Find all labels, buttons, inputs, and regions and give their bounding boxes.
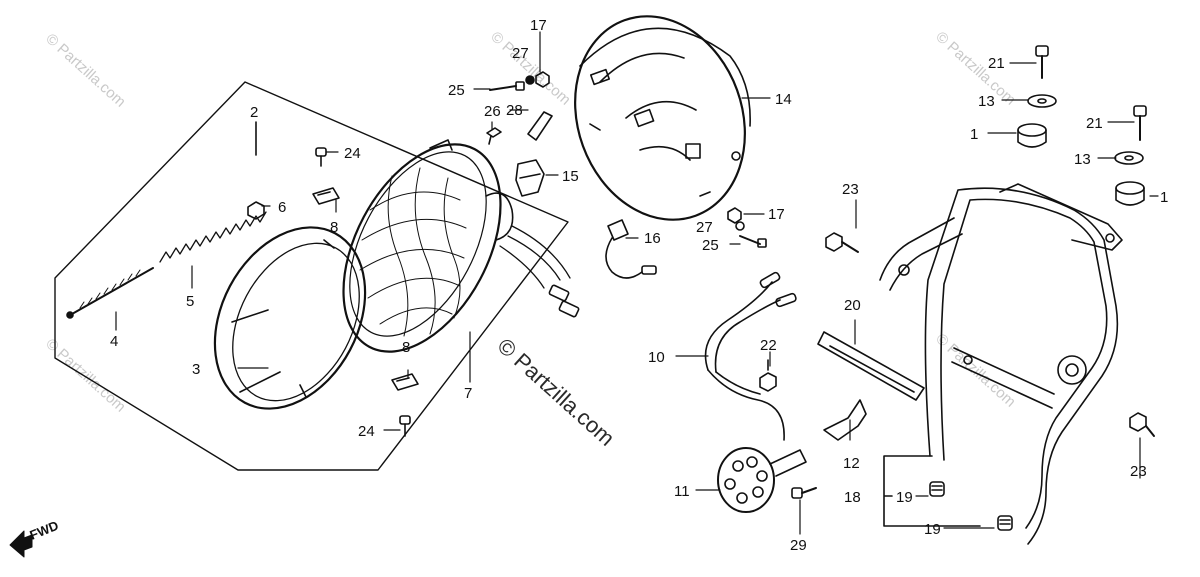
part-11-horn: [717, 447, 807, 513]
callout-17-right: 17: [768, 206, 785, 223]
callout-26: 26: [484, 103, 501, 120]
watermark-group: © Partzilla.com © Partzilla.com © Partzi…: [42, 28, 1018, 451]
watermark-text: © Partzilla.com: [932, 28, 1018, 108]
callout-7: 7: [464, 385, 472, 402]
part-23-bolt-lower: [1129, 412, 1155, 437]
callout-12: 12: [843, 455, 860, 472]
callout-28: 28: [506, 102, 523, 119]
part-6-nut: [247, 201, 265, 220]
part-21-bolt-right: [1133, 105, 1147, 141]
callout-5: 5: [186, 293, 194, 310]
callout-numbers: 2 4 5 3 6 8 24 8 24 7 25 27 17 26 28 15 …: [110, 17, 1168, 554]
part-29-bolt: [791, 487, 817, 499]
part-3-headlight-rim: [213, 226, 367, 410]
headlight-stay-frame: [879, 183, 1123, 545]
callout-8-bottom: 8: [402, 339, 410, 356]
part-27-washer-top: [525, 75, 535, 85]
part-27-washer-right: [735, 221, 745, 231]
part-15-socket: [515, 159, 545, 197]
part-10-horn-wire: [704, 271, 797, 441]
callout-23-lower: 23: [1130, 463, 1147, 480]
part-23-bolt-upper: [825, 232, 859, 253]
callout-17-top: 17: [530, 17, 547, 34]
part-28-bracket: [527, 111, 553, 141]
fwd-label: FWD: [28, 518, 61, 543]
callout-3: 3: [192, 361, 200, 378]
callout-22: 22: [760, 337, 777, 354]
part-26-screw: [486, 127, 502, 145]
callout-25-right: 25: [702, 237, 719, 254]
callout-6: 6: [278, 199, 286, 216]
part-1-rubber-mount-right: [1115, 181, 1145, 206]
callout-13-left: 13: [978, 93, 995, 110]
callout-21-left: 21: [988, 55, 1005, 72]
fwd-direction-marker: FWD: [9, 518, 61, 558]
callout-11: 11: [674, 483, 690, 500]
part-13-collar-right: [1114, 151, 1144, 165]
part-20-bracket: [817, 331, 925, 401]
watermark-text: © Partzilla.com: [932, 330, 1018, 410]
callout-25-top: 25: [448, 82, 465, 99]
part-19-grommet-upper: [929, 481, 945, 497]
callout-20: 20: [844, 297, 861, 314]
callout-2: 2: [250, 104, 258, 121]
watermark-center-text: © Partzilla.com: [493, 333, 620, 451]
arrow-left-icon: [9, 530, 33, 558]
callout-21-right: 21: [1086, 115, 1103, 132]
part-5-spring: [159, 211, 267, 263]
part-25-screw-top: [489, 81, 525, 91]
callout-24-bottom: 24: [358, 423, 375, 440]
part-17-nut-top: [535, 71, 550, 88]
callout-10: 10: [648, 349, 665, 366]
part-22-bolt: [759, 359, 777, 392]
callout-13-right: 13: [1074, 151, 1091, 168]
part-7-sealed-beam: [342, 139, 580, 353]
callout-19-lower: 19: [924, 521, 941, 538]
part-13-collar-left: [1027, 94, 1057, 108]
callout-1-right: 1: [1160, 189, 1168, 206]
part-4-screw: [66, 267, 154, 319]
callout-19-upper: 19: [896, 489, 913, 506]
callout-15: 15: [562, 168, 579, 185]
part-21-bolt-left: [1035, 45, 1049, 79]
assembly-group-frame: [54, 81, 569, 471]
part-24-screw-top: [315, 147, 327, 167]
callout-16: 16: [644, 230, 661, 247]
part-17-nut-right: [727, 207, 742, 224]
callout-14: 14: [775, 91, 792, 108]
callout-24-top: 24: [344, 145, 361, 162]
watermark-text: © Partzilla.com: [42, 30, 128, 110]
part-19-grommet-lower: [997, 515, 1013, 531]
part-25-screw-right: [739, 235, 767, 248]
watermark-text: © Partzilla.com: [487, 28, 573, 108]
leader-lines: [115, 31, 1159, 535]
part-24-screw-bottom: [399, 415, 411, 437]
part-8-clip-top: [312, 187, 340, 205]
callout-23-upper: 23: [842, 181, 859, 198]
part-18-bracket-line: [883, 455, 981, 527]
callout-1-left: 1: [970, 126, 978, 143]
callout-29: 29: [790, 537, 807, 554]
part-16-indicator-bulb: [605, 219, 657, 279]
callout-18: 18: [844, 489, 861, 506]
callout-27-right: 27: [696, 219, 713, 236]
callout-27-top: 27: [512, 45, 529, 62]
part-1-rubber-mount-left: [1017, 123, 1047, 148]
callout-4: 4: [110, 333, 118, 350]
part-14-headlight-case: [574, 15, 751, 221]
callout-8-top: 8: [330, 219, 338, 236]
part-8-clip-bottom: [391, 373, 419, 391]
part-12-stay: [823, 399, 867, 441]
